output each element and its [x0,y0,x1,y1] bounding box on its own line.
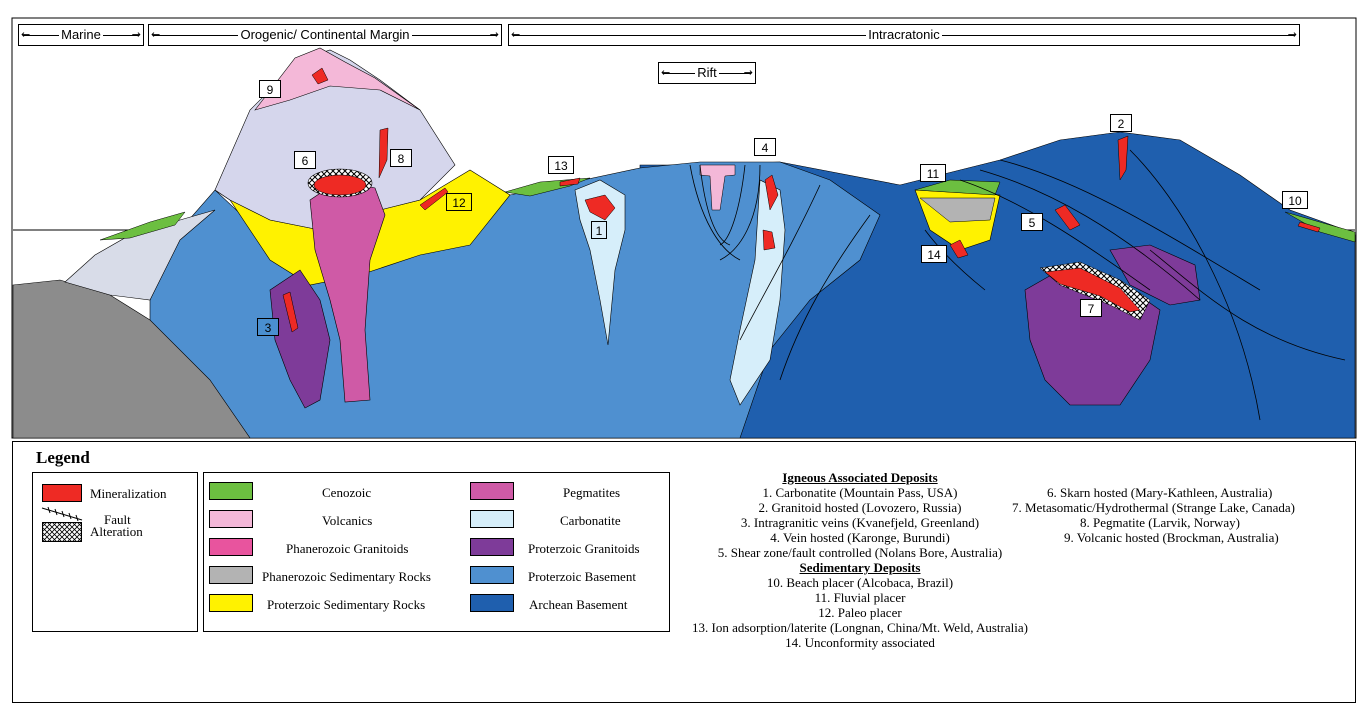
header-intracratonic: ←→ Intracratonic [508,24,1300,46]
header-orogenic: ←→ Orogenic/ Continental Margin [148,24,502,46]
symbol-label: Alteration [90,524,143,540]
igneous-heading: Igneous Associated Deposits [630,470,1090,485]
unit-label: Proterzoic Basement [528,569,636,585]
pegmatites-swatch [470,482,514,500]
deposit-item: 6. Skarn hosted (Mary-Kathleen, Australi… [1047,485,1272,500]
unit-label: Volcanics [322,513,372,529]
marker-7: 7 [1080,299,1102,317]
deposit-item: 3. Intragranitic veins (Kvanefjeld, Gree… [630,515,1090,530]
carbonatite-swatch [470,510,514,528]
marker-8: 8 [390,149,412,167]
deposit-item: 5. Shear zone/fault controlled (Nolans B… [630,545,1090,560]
phanerozoic-granitoids-swatch [209,538,253,556]
marker-12: 12 [446,193,472,211]
marker-11: 11 [920,164,946,182]
volcanics-swatch [209,510,253,528]
unit-label: Phanerozoic Sedimentary Rocks [262,569,431,585]
deposit-item: 13. Ion adsorption/laterite (Longnan, Ch… [630,620,1090,635]
marker-4: 4 [754,138,776,156]
deposit-item: 7. Metasomatic/Hydrothermal (Strange Lak… [1012,500,1295,515]
header-marine: ←→ Marine [18,24,144,46]
proterozoic-granitoids-swatch [470,538,514,556]
marker-14: 14 [921,245,947,263]
marker-1: 1 [591,221,607,239]
unit-label: Pegmatites [563,485,620,501]
legend-title: Legend [36,448,90,468]
mineralization-skarn [314,175,366,195]
deposit-item: 8. Pegmatite (Larvik, Norway) [1080,515,1240,530]
deposit-item: 12. Paleo placer [630,605,1090,620]
cenozoic-swatch [209,482,253,500]
marker-3: 3 [257,318,279,336]
marker-2: 2 [1110,114,1132,132]
unit-label: Proterzoic Sedimentary Rocks [267,597,425,613]
unit-label: Phanerozoic Granitoids [286,541,408,557]
proterozoic-basement-swatch [470,566,514,584]
marker-6: 6 [294,151,316,169]
symbol-label: Mineralization [90,486,167,502]
fault-symbol-icon [40,504,84,524]
sedimentary-heading: Sedimentary Deposits [630,560,1090,575]
header-rift: ←→ Rift [658,62,756,84]
deposit-item: 4. Vein hosted (Karonge, Burundi) [630,530,1090,545]
mineralization-swatch [42,484,82,502]
deposit-item: 10. Beach placer (Alcobaca, Brazil) [630,575,1090,590]
phanerozoic-sedimentary-swatch [209,566,253,584]
unit-label: Proterzoic Granitoids [528,541,640,557]
alteration-swatch [42,522,82,542]
deposit-item: 9. Volcanic hosted (Brockman, Australia) [1064,530,1279,545]
unit-label: Archean Basement [529,597,628,613]
archean-basement-swatch [470,594,514,612]
marker-5: 5 [1021,213,1043,231]
proterozoic-sedimentary-swatch [209,594,253,612]
deposit-item: 1. Carbonatite (Mountain Pass, USA) [630,485,1090,500]
marker-9: 9 [259,80,281,98]
deposit-item: 11. Fluvial placer [630,590,1090,605]
marker-13: 13 [548,156,574,174]
unit-label: Carbonatite [560,513,621,529]
marker-10: 10 [1282,191,1308,209]
deposit-item: 14. Unconformity associated [630,635,1090,650]
unit-label: Cenozoic [322,485,371,501]
